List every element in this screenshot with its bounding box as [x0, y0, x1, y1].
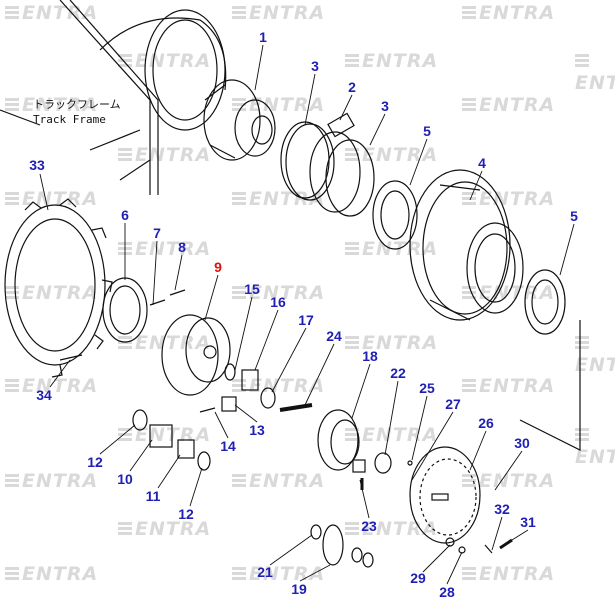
watermark: ENTRA	[5, 188, 98, 210]
watermark: ENTRA	[232, 188, 325, 210]
watermark: ENTRA	[5, 563, 98, 585]
part-label[interactable]: 33	[29, 157, 45, 173]
part-label[interactable]: 31	[520, 514, 536, 530]
part-label[interactable]: 21	[257, 564, 273, 580]
hub-4	[409, 169, 524, 321]
watermark: ENTRA	[575, 332, 615, 376]
part-label[interactable]: 30	[514, 435, 530, 451]
part-label[interactable]: 8	[178, 239, 186, 255]
ring-22	[374, 452, 392, 474]
part-label[interactable]: 1	[259, 29, 267, 45]
watermark: ENTRA	[118, 518, 211, 540]
washer-12a	[132, 409, 148, 431]
watermark: ENTRA	[462, 2, 555, 24]
part-label[interactable]: 23	[361, 518, 377, 534]
part-label[interactable]: 19	[291, 581, 307, 597]
bolt-34	[59, 354, 83, 361]
watermark: ENTRA	[5, 470, 98, 492]
part-label[interactable]: 10	[117, 471, 133, 487]
part-label[interactable]: 15	[244, 281, 260, 297]
carrier-9	[161, 314, 231, 396]
washer-12b	[197, 451, 211, 471]
watermark: ENTRA	[345, 144, 438, 166]
ring-17	[260, 387, 276, 409]
part-label[interactable]: 16	[270, 294, 286, 310]
watermark: ENTRA	[462, 375, 555, 397]
watermark: ENTRA	[462, 188, 555, 210]
track-frame-label-en: Track Frame	[33, 113, 106, 126]
shim-5b	[524, 269, 566, 335]
leader-lines	[39, 44, 575, 585]
watermark: ENTRA	[232, 94, 325, 116]
watermark: ENTRA	[118, 144, 211, 166]
part-label[interactable]: 13	[249, 422, 265, 438]
part-label[interactable]: 28	[439, 584, 455, 600]
part-label[interactable]: 2	[348, 79, 356, 95]
watermark: ENTRA	[345, 332, 438, 354]
part-label[interactable]: 14	[220, 438, 236, 454]
watermark: ENTRA	[345, 238, 438, 260]
part-label[interactable]: 4	[478, 155, 486, 171]
gear-19	[322, 524, 344, 566]
part-label[interactable]: 5	[570, 208, 578, 224]
track-frame-label-jp: トラックフレーム	[33, 98, 121, 111]
part-label[interactable]: 5	[423, 123, 431, 139]
watermark: ENTRA	[232, 282, 325, 304]
gear-16	[241, 369, 259, 391]
part-label[interactable]: 12	[178, 506, 194, 522]
sprocket-33	[4, 198, 113, 378]
part-label[interactable]: 17	[298, 312, 314, 328]
part-label[interactable]: 7	[153, 225, 161, 241]
part-label[interactable]: 6	[121, 207, 129, 223]
watermark: ENTRA	[575, 424, 615, 468]
part-label[interactable]: 24	[326, 328, 342, 344]
part-label[interactable]: 12	[87, 454, 103, 470]
watermark: ENTRA	[5, 2, 98, 24]
part-label[interactable]: 22	[390, 365, 406, 381]
part-label[interactable]: 11	[145, 488, 161, 504]
watermark: ENTRA	[232, 470, 325, 492]
bearing-11	[177, 439, 195, 459]
shim-5a	[372, 180, 418, 250]
part-label[interactable]: 32	[494, 501, 510, 517]
watermark: ENTRA	[118, 332, 211, 354]
part-label[interactable]: 25	[419, 380, 435, 396]
watermark: ENTRA	[345, 424, 438, 446]
seal-2	[309, 131, 361, 213]
watermark: ENTRA	[5, 94, 98, 116]
carrier-18	[317, 409, 359, 471]
watermark: ENTRA	[5, 375, 98, 397]
part-label[interactable]: 34	[36, 387, 52, 403]
cover-26	[409, 446, 481, 544]
watermark: ENTRA	[345, 50, 438, 72]
part-label[interactable]: 18	[362, 348, 378, 364]
pin-13	[221, 396, 237, 412]
shaft-24	[279, 403, 313, 412]
ring-3a	[280, 121, 330, 199]
watermark: ENTRA	[462, 94, 555, 116]
part-label[interactable]: 26	[478, 415, 494, 431]
gear-10	[149, 424, 173, 448]
ring-3b	[325, 139, 375, 217]
part-label-highlighted[interactable]: 9	[214, 259, 222, 275]
part-label[interactable]: 27	[445, 396, 461, 412]
watermark: ENTRA	[575, 50, 615, 94]
watermark: ENTRA	[345, 518, 438, 540]
watermark: ENTRA	[462, 563, 555, 585]
watermark: ENTRA	[232, 563, 325, 585]
part-label[interactable]: 29	[410, 570, 426, 586]
part-label[interactable]: 3	[381, 98, 389, 114]
part-label[interactable]: 3	[311, 58, 319, 74]
track-frame	[0, 0, 227, 195]
travel-motor	[203, 79, 276, 161]
watermark: ENTRA	[232, 2, 325, 24]
